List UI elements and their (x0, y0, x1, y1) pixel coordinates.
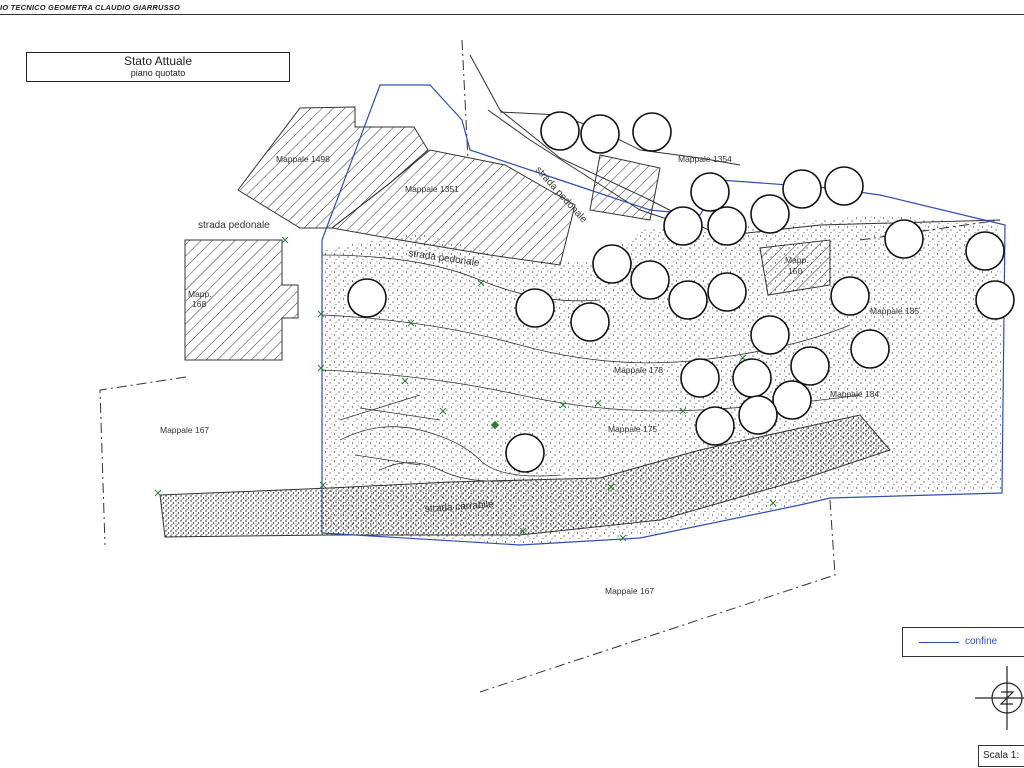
label-mappale-185: Mappale 185 (870, 306, 919, 316)
survey-marker (490, 420, 500, 430)
label-mappale-167-bottom: Mappale 167 (605, 586, 654, 596)
label-mappale-184: Mappale 184 (830, 389, 879, 399)
label-mappale-1354: Mappale 1354 (678, 154, 732, 164)
legend: confine (902, 627, 1024, 657)
label-mapp-168-b: 168 (192, 299, 206, 309)
label-strada-pedonale-left: strada pedonale (198, 220, 270, 231)
building-mappale-168 (184, 239, 299, 361)
building-mappale-1498 (237, 106, 429, 229)
trees (347, 111, 1015, 473)
label-mappale-167-left: Mappale 167 (160, 425, 209, 435)
plan-title: Stato Attuale (123, 54, 193, 68)
header-rule (0, 14, 1024, 15)
label-mapp-150-a: Mapp. (785, 255, 809, 265)
label-mapp-168-a: Mapp. (188, 289, 212, 299)
north-arrow-icon (975, 666, 1024, 730)
label-mappale-1498: Mappale 1498 (276, 154, 330, 164)
plan-subtitle: piano quotato (130, 68, 186, 78)
label-mapp-150-b: 150 (788, 266, 802, 276)
label-strada-carrabile: strada carrabile (424, 499, 494, 515)
strada-pedonale-band (469, 54, 1001, 237)
label-mappale-178: Mappale 178 (614, 365, 663, 375)
strada-carrabile-area (159, 414, 891, 538)
legend-boundary-swatch (919, 642, 959, 643)
title-box: Stato Attuale piano quotato (26, 52, 290, 82)
legend-boundary-label: confine (965, 636, 998, 647)
scale-box: Scala 1: (978, 745, 1024, 767)
label-mappale-1351: Mappale 1351 (405, 184, 459, 194)
survey-points (154, 236, 777, 542)
label-mappale-175: Mappale 175 (608, 424, 657, 434)
studio-header: IO TECNICO GEOMETRA CLAUDIO GIARRUSSO (0, 3, 181, 12)
